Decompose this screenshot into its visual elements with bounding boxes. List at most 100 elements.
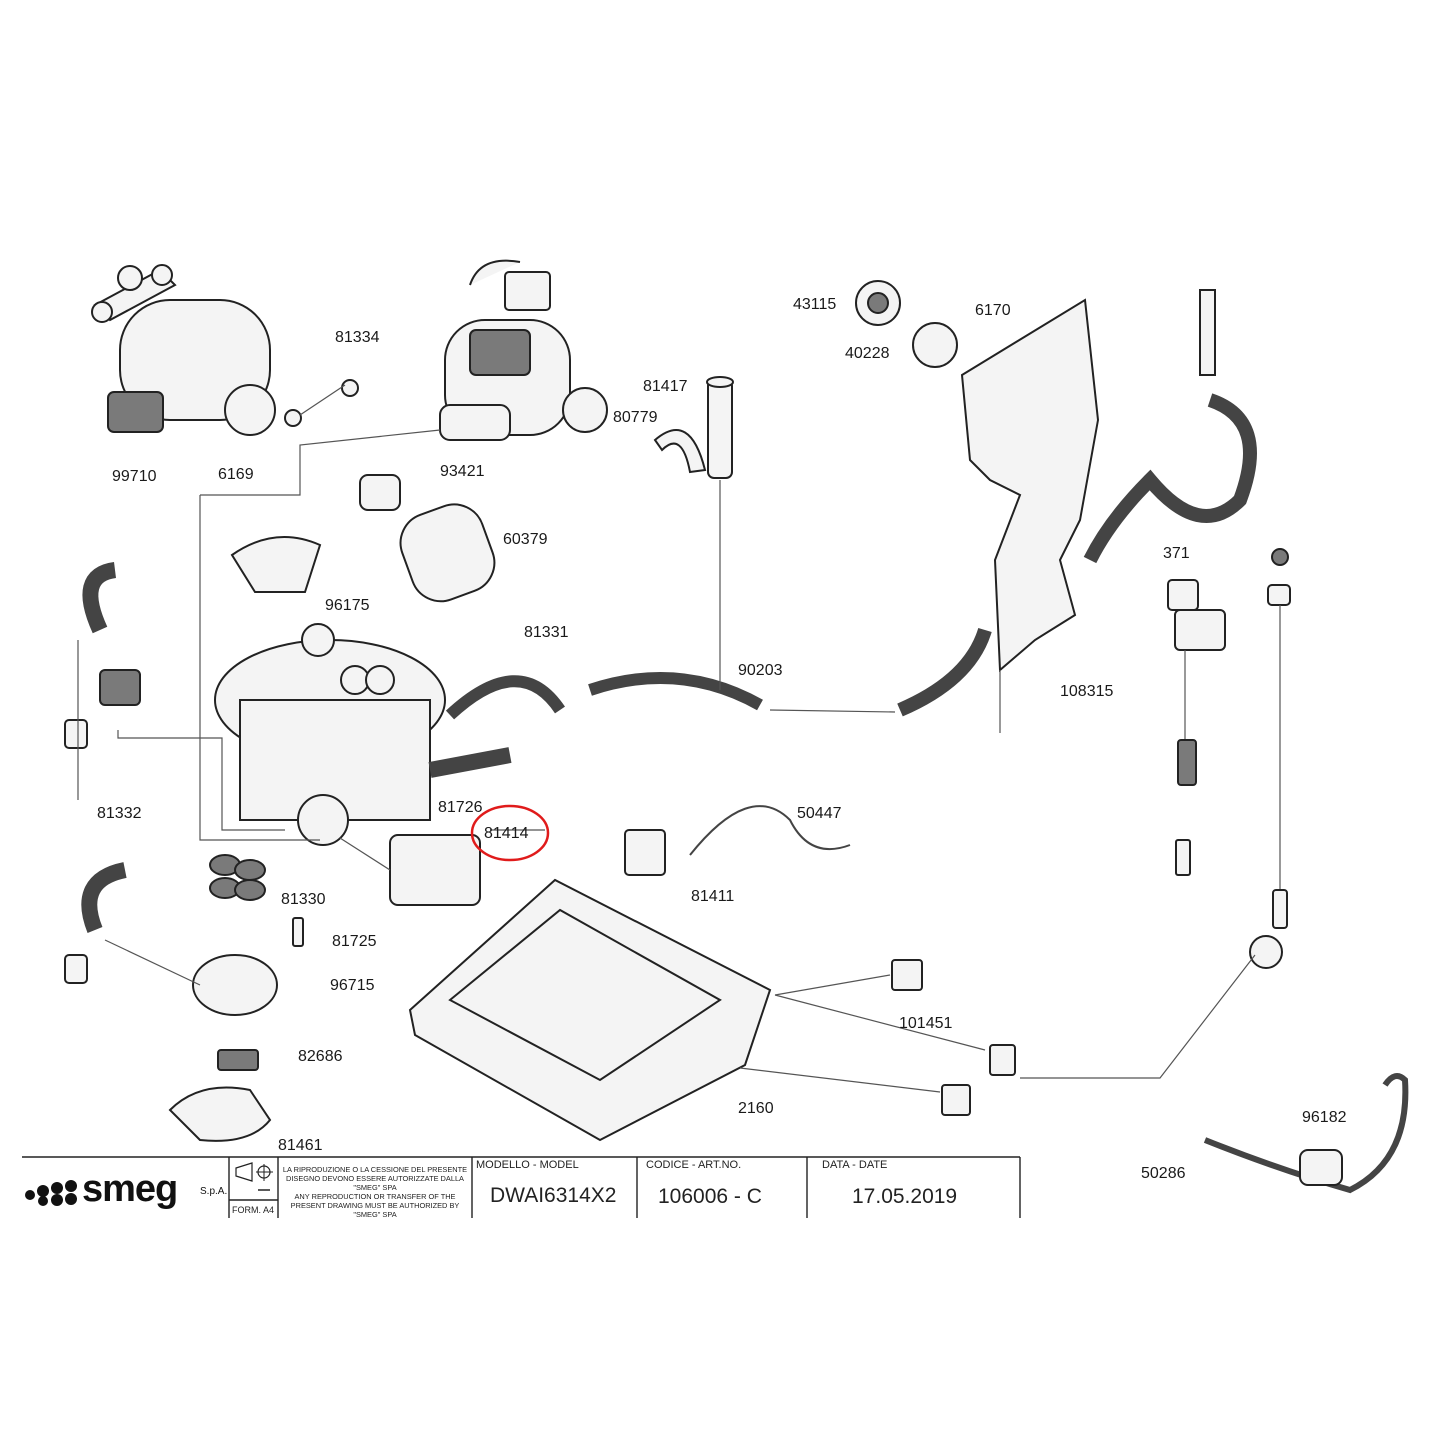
code-value: 106006 - C (658, 1185, 762, 1208)
part-label: 6170 (975, 302, 1011, 319)
part-labels: 81334 99710 6169 93421 60379 96175 81417… (97, 296, 1347, 1182)
part-label: 371 (1163, 545, 1190, 562)
part-label: 60379 (503, 531, 548, 548)
copyright-notice: LA RIPRODUZIONE O LA CESSIONE DEL PRESEN… (283, 1165, 467, 1219)
drain-pump-81414 (389, 834, 481, 906)
part-label: 81411 (691, 888, 734, 905)
drain-hose-lower (897, 627, 992, 717)
date-header: DATA - DATE (822, 1159, 887, 1171)
clip-101451 (891, 959, 923, 991)
leader-right-sensor (1020, 954, 1256, 1079)
highlight-ring (470, 804, 550, 862)
part-label: 50447 (797, 805, 842, 822)
part-label: 81726 (438, 799, 483, 816)
inlet-valve-371 (1167, 579, 1226, 876)
svg-text:DISEGNO DEVONO ESSERE AUTORIZZ: DISEGNO DEVONO ESSERE AUTORIZZATE DALLA (286, 1174, 464, 1183)
part-label: 96715 (330, 977, 375, 994)
seal-left (99, 669, 141, 706)
elbow-81332 (81, 862, 127, 933)
part-label: 81332 (97, 805, 142, 822)
sensor-wire-right (1249, 548, 1291, 969)
part-label: 81331 (524, 624, 569, 641)
wash-motor-6169 (91, 264, 359, 436)
cable-50286 (1203, 1073, 1409, 1194)
svg-text:LA RIPRODUZIONE O LA CESSIONE: LA RIPRODUZIONE O LA CESSIONE DEL PRESEN… (283, 1165, 467, 1174)
circulation-pump-top (439, 259, 608, 441)
part-label: 93421 (440, 463, 485, 480)
seals-81330 (209, 854, 266, 901)
svg-text:ANY REPRODUCTION OR TRANSFER O: ANY REPRODUCTION OR TRANSFER OF THE (295, 1192, 456, 1201)
sensor-81725 (292, 917, 304, 947)
smeg-logo: smeg S.p.A. (25, 1168, 227, 1210)
title-block: smeg S.p.A. FORM. A4 LA RIPRODUZIONE O L… (22, 1156, 1021, 1219)
part-label: 81461 (278, 1137, 323, 1154)
clip-right (989, 1044, 1016, 1076)
part-label: 81330 (281, 891, 326, 908)
clip-lower (941, 1084, 971, 1116)
funnel-96175 (230, 536, 322, 593)
part-label: 96182 (1302, 1109, 1347, 1126)
sensor-96182 (1299, 1149, 1343, 1186)
leader-left (117, 730, 285, 831)
gasket-40228 (912, 322, 958, 368)
switch-81411 (624, 829, 666, 876)
sensor-left-top (64, 719, 88, 749)
pipe-93421 (359, 474, 401, 511)
water-tank-6170 (960, 298, 1100, 673)
heater-60379 (399, 503, 496, 603)
cap-43115 (855, 280, 901, 326)
part-label: 43115 (793, 296, 836, 313)
hose-81417 (706, 376, 734, 479)
part-label: 81417 (643, 378, 688, 395)
date-value: 17.05.2019 (852, 1185, 957, 1208)
connector-82686 (217, 1049, 259, 1071)
code-header: CODICE - ART.NO. (646, 1159, 741, 1171)
svg-text:"SMEG" SPA: "SMEG" SPA (353, 1210, 396, 1219)
leader-top (200, 429, 441, 496)
leader-101451-b (774, 994, 986, 1051)
drain-hose (1083, 393, 1257, 564)
parts-artwork (64, 259, 1409, 1194)
part-label: 108315 (1060, 683, 1113, 700)
svg-text:PRESENT DRAWING MUST BE AUTHOR: PRESENT DRAWING MUST BE AUTHORIZED BY (291, 1201, 460, 1210)
part-label: 81725 (332, 933, 377, 950)
bracket-80779 (653, 429, 707, 474)
part-label: 6169 (218, 466, 254, 483)
sensor-left-bottom (64, 954, 88, 984)
part-label: 40228 (845, 345, 890, 362)
elbow-upper-left (82, 562, 117, 634)
highlighted-part-label: 81414 (484, 825, 529, 842)
leader-96715 (104, 939, 201, 986)
part-label: 50286 (1141, 1165, 1186, 1182)
part-label: 82686 (298, 1048, 343, 1065)
part-label: 96175 (325, 597, 370, 614)
part-label: 101451 (899, 1015, 952, 1032)
hose-90203 (588, 672, 763, 711)
hose-upper (1199, 289, 1216, 376)
brand-suffix: S.p.A. (200, 1186, 227, 1197)
leader-101451-a (774, 974, 891, 996)
projection-symbol-icon (235, 1162, 273, 1191)
brand-name: smeg (82, 1168, 177, 1210)
leader-90203-tank (769, 709, 896, 713)
model-header: MODELLO - MODEL (476, 1159, 579, 1171)
part-label: 81334 (335, 329, 380, 346)
part-label: 80779 (613, 409, 658, 426)
base-frame-inner (448, 908, 722, 1082)
part-label: 90203 (738, 662, 783, 679)
cover-81461 (168, 1086, 272, 1142)
svg-text:"SMEG" SPA: "SMEG" SPA (353, 1183, 396, 1192)
part-label: 2160 (738, 1100, 774, 1117)
leader-clip-lower (739, 1067, 941, 1093)
sump-assembly (214, 623, 446, 846)
hose-corrugated (428, 747, 512, 778)
cable-50447 (689, 805, 851, 856)
part-label: 99710 (112, 468, 157, 485)
hose-81331 (445, 675, 565, 720)
leader-sump (199, 495, 320, 841)
form-label: FORM. A4 (232, 1205, 274, 1215)
regenerator-96715 (192, 954, 278, 1016)
leader-pump (339, 837, 391, 871)
model-value: DWAI6314X2 (490, 1184, 616, 1207)
